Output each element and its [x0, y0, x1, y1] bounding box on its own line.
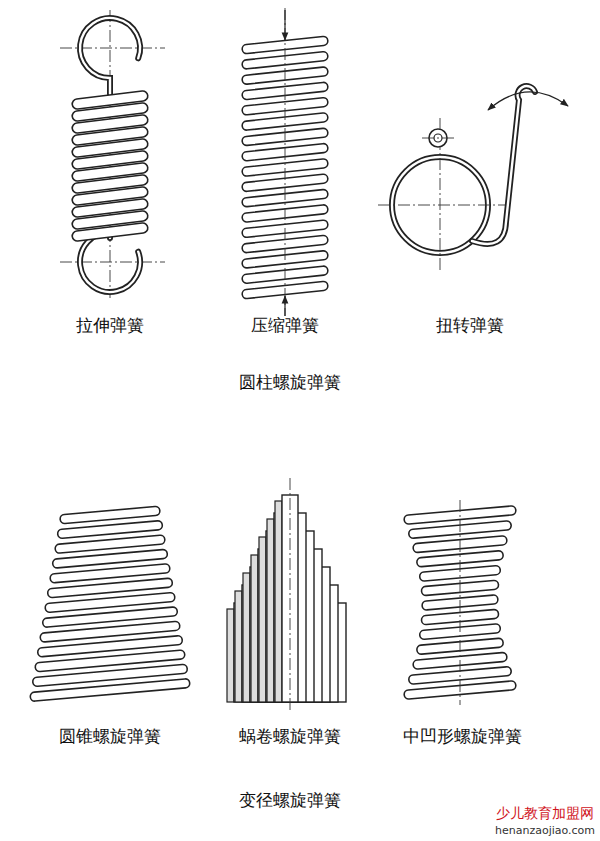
watermark: 少儿教育加盟网 — [496, 805, 594, 822]
spring-coil — [60, 506, 160, 524]
center-line — [290, 478, 291, 712]
spring-name: 压缩弹簧 — [251, 315, 319, 335]
spring-name: 蜗卷螺旋弹簧 — [239, 726, 341, 746]
spring-coil — [72, 222, 149, 241]
center-line — [378, 205, 508, 206]
volute-plate-side — [267, 519, 274, 702]
rotation-arrow — [488, 92, 568, 110]
spring-name: 圆锥螺旋弹簧 — [59, 726, 161, 746]
extension-hook — [80, 232, 140, 292]
center-line — [60, 48, 165, 49]
spring-name: 中凹形螺旋弹簧 — [403, 726, 522, 746]
extension-hook — [80, 18, 140, 94]
conical-spring — [30, 506, 190, 701]
volute-plate-side — [227, 609, 234, 702]
extension-hook-core — [80, 18, 140, 94]
group-caption: 变径螺旋弹簧 — [239, 790, 341, 810]
volute-plate-side — [235, 591, 242, 702]
volute-plate-side — [243, 573, 250, 702]
center-line — [460, 500, 461, 705]
torsion-leg — [472, 86, 535, 244]
volute-plate-side — [259, 537, 266, 702]
extension-hook-core — [80, 232, 140, 292]
spring-name: 拉伸弹簧 — [76, 315, 144, 335]
volute-plate-side — [251, 555, 258, 702]
center-line — [422, 138, 454, 139]
volute-spring — [227, 495, 346, 702]
spring-coil — [30, 679, 190, 702]
volute-plate-side — [275, 501, 282, 702]
center-line — [110, 10, 111, 298]
force-arrow — [284, 10, 285, 40]
center-line — [60, 262, 165, 263]
torsion-leg-core — [472, 86, 535, 244]
center-line — [285, 8, 286, 316]
group-caption: 圆柱螺旋弹簧 — [239, 372, 341, 392]
force-arrow — [284, 296, 285, 316]
extension-spring — [72, 90, 149, 241]
spring-name: 扭转弹簧 — [436, 315, 504, 335]
volute-plate — [275, 495, 298, 702]
watermark-url: henanzaojiao.com — [495, 824, 595, 837]
